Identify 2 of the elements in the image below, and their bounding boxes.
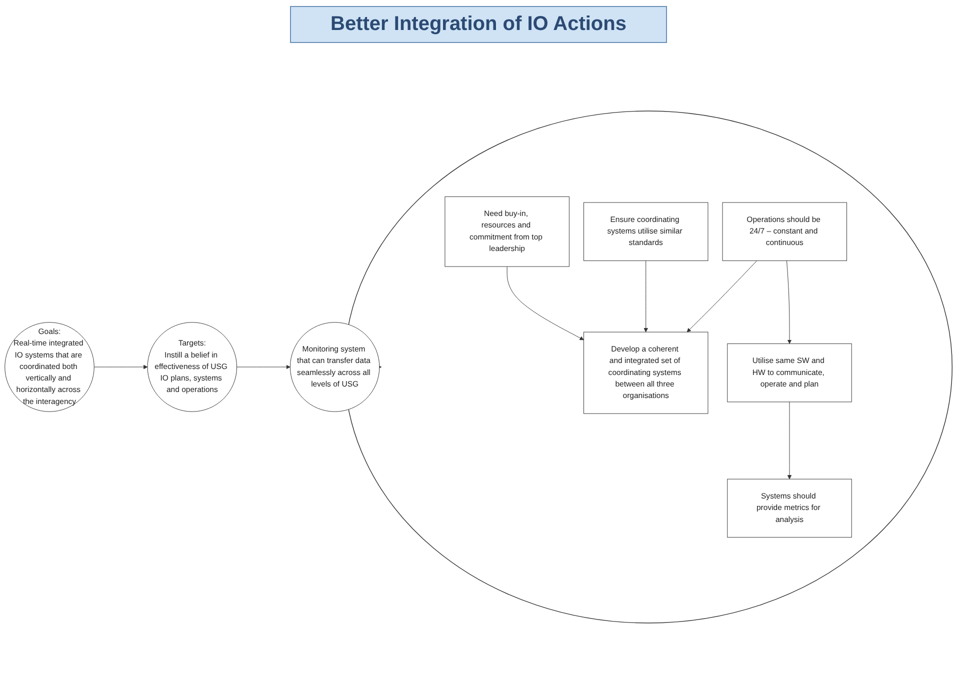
title: Better Integration of IO Actions <box>290 6 668 43</box>
arrow <box>379 366 382 368</box>
